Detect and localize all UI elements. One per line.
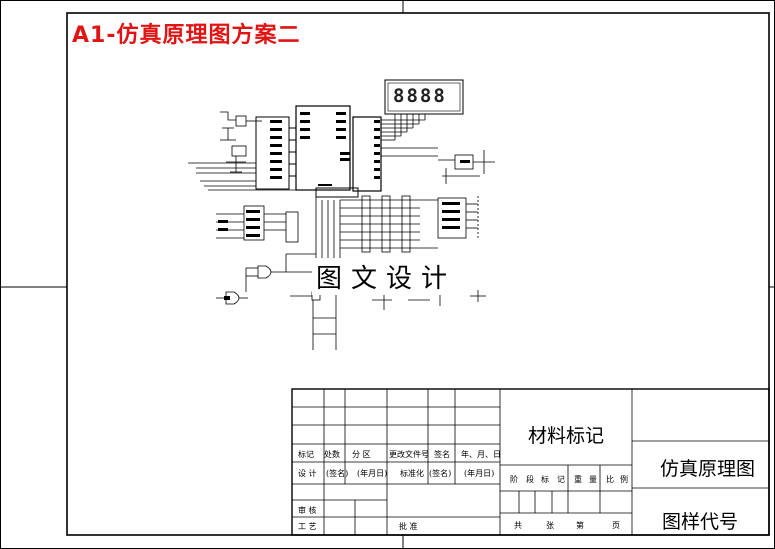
standardization-label: 标准化	[400, 469, 424, 478]
stage-label-3: 标	[541, 475, 549, 484]
driver-chip	[315, 116, 382, 198]
review-label: 审 核	[298, 506, 317, 515]
material-label: 材料标记	[528, 425, 605, 447]
seven-segment-display-symbol	[384, 79, 464, 115]
watermark: 图文设计	[312, 258, 461, 295]
stage-label-4: 记	[557, 475, 565, 484]
revision-header-sign: 签名	[434, 450, 450, 459]
design-label: 设 计	[298, 469, 317, 478]
drawing-code-label: 图样代号	[662, 511, 739, 533]
weight-label-1: 重	[574, 475, 582, 484]
keypad-connector	[216, 205, 299, 243]
output-circuit	[438, 150, 495, 184]
standardization-signature: (签名)	[429, 469, 452, 478]
scale-label-2: 例	[620, 475, 628, 484]
standardization-date: (年月日)	[464, 469, 495, 478]
title-block-lines	[291, 388, 770, 536]
revision-header-count: 处数	[324, 450, 340, 459]
logic-gates	[216, 253, 486, 350]
process-label: 工 艺	[298, 522, 317, 531]
revision-header-date: 年、月、日	[461, 450, 501, 459]
design-date: (年月日)	[357, 469, 388, 478]
chip-pin-labels	[218, 112, 470, 300]
microcontroller-chip	[255, 105, 351, 191]
input-bus	[188, 162, 316, 191]
display-bus	[381, 114, 438, 157]
weight-label-2: 量	[589, 475, 597, 484]
design-signature: (签名)	[326, 469, 349, 478]
power-circuit	[220, 111, 262, 173]
revision-header-doc: 更改文件号	[389, 450, 429, 459]
sheet-total-label: 共	[514, 521, 522, 530]
resistor-network	[315, 195, 479, 258]
sheet-current-label: 第	[576, 521, 584, 530]
revision-header-mark: 标记	[298, 450, 314, 459]
sheet-unit-label: 张	[546, 521, 554, 530]
drawing-name: 仿真原理图	[660, 458, 756, 480]
stage-label-1: 阶	[510, 475, 518, 484]
scale-label-1: 比	[606, 475, 614, 484]
page-label: 页	[612, 521, 620, 530]
revision-header-zone: 分 区	[352, 450, 371, 459]
seven-segment-digits: 8888	[393, 85, 447, 107]
approve-label: 批 准	[399, 522, 418, 531]
sheet-title: A1-仿真原理图方案二	[72, 23, 301, 48]
stage-label-2: 段	[526, 475, 534, 484]
